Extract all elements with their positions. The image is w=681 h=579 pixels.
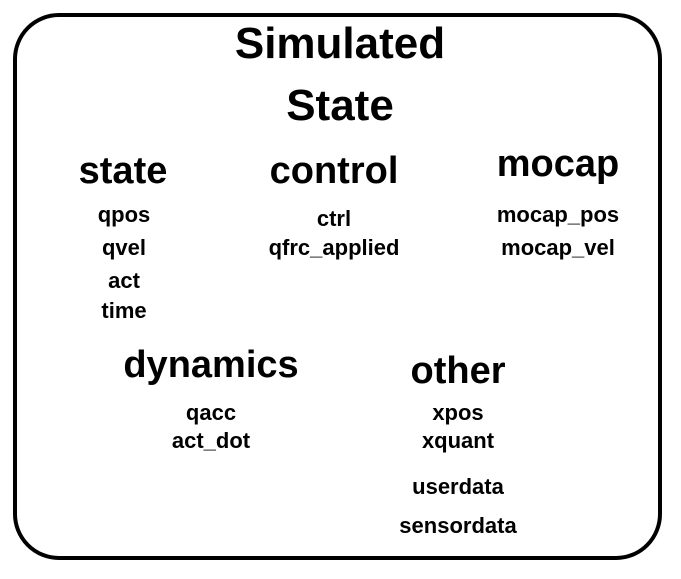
title-line-1: Simulated	[234, 19, 446, 68]
item-mocap-pos: mocap_pos	[496, 202, 620, 227]
item-qacc: qacc	[185, 400, 237, 425]
item-xpos: xpos	[432, 400, 484, 425]
item-qfrc-applied: qfrc_applied	[268, 235, 400, 260]
item-act: act	[108, 268, 140, 293]
group-heading-dynamics: dynamics	[123, 344, 299, 386]
item-userdata: userdata	[412, 474, 504, 499]
group-heading-control: control	[269, 150, 399, 192]
group-heading-state: state	[78, 150, 168, 192]
title-line-2: State	[286, 81, 394, 130]
item-ctrl: ctrl	[316, 206, 352, 231]
item-sensordata: sensordata	[399, 513, 517, 538]
item-qvel: qvel	[101, 235, 147, 260]
item-act-dot: act_dot	[171, 428, 251, 453]
item-xquant: xquant	[421, 428, 495, 453]
group-heading-mocap: mocap	[496, 143, 620, 185]
item-qpos: qpos	[97, 202, 151, 227]
item-mocap-vel: mocap_vel	[501, 235, 615, 260]
item-time: time	[101, 298, 147, 323]
diagram-frame	[13, 13, 662, 560]
group-heading-other: other	[410, 350, 506, 392]
